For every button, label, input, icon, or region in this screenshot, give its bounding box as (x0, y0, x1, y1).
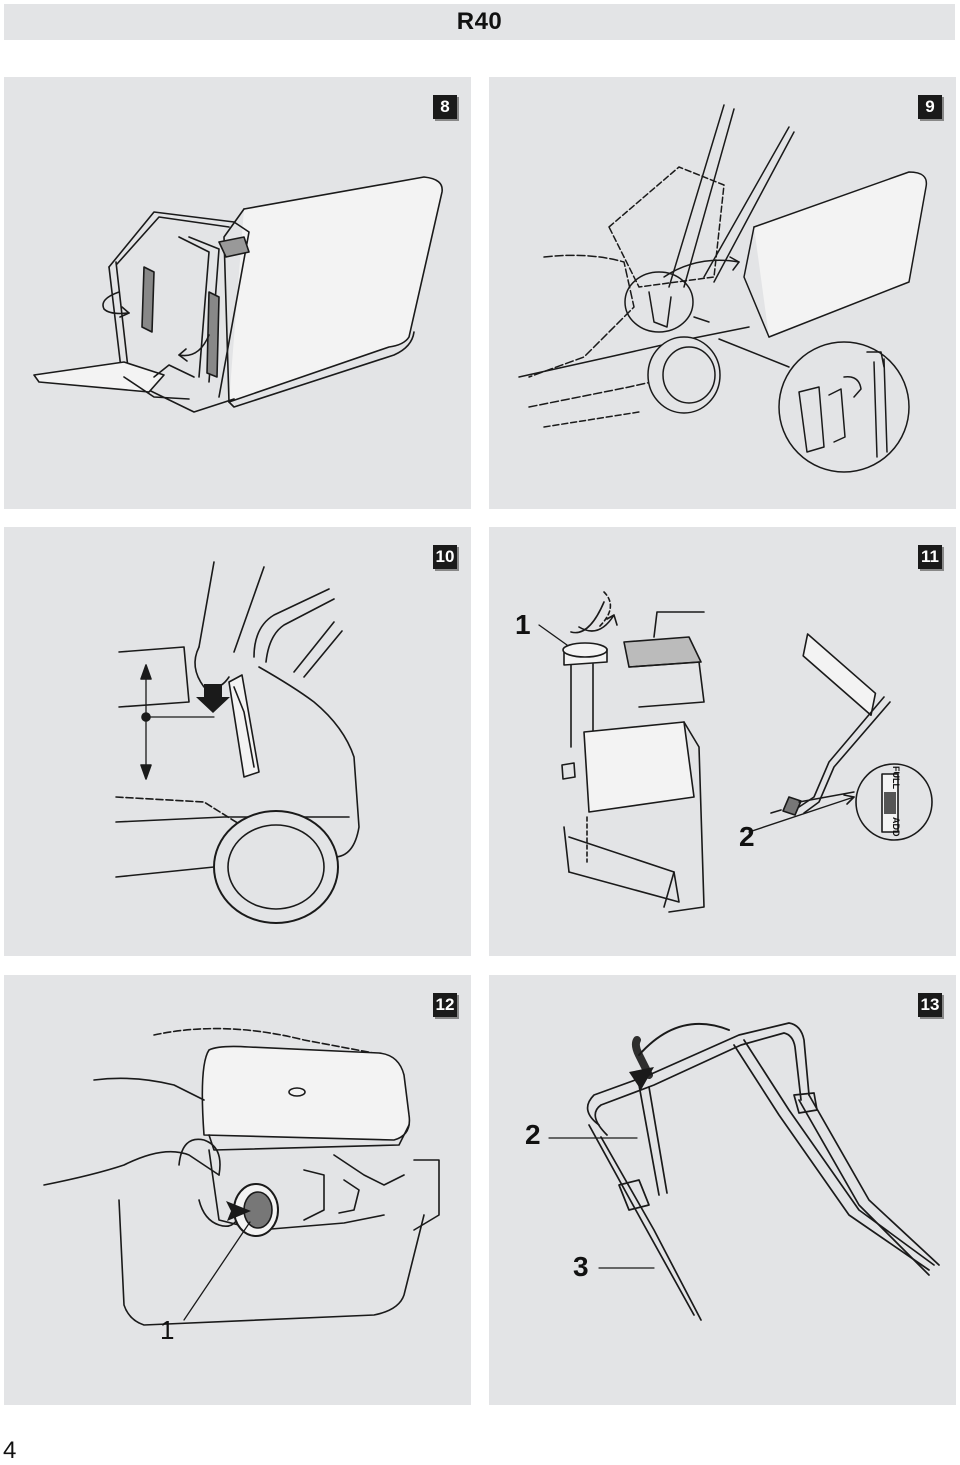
document-title: R40 (456, 8, 503, 35)
figure-13-panel: 13 2 3 (489, 975, 956, 1405)
figure-11-number: 11 (918, 545, 942, 569)
figure-11-callout-2: 2 (739, 821, 755, 852)
page-number: 4 (3, 1437, 17, 1464)
figure-9-panel: 9 (489, 77, 956, 509)
figure-12-panel: 12 1 (4, 975, 471, 1405)
figure-13-number: 13 (918, 993, 942, 1017)
bag-attach-illustration (518, 104, 928, 473)
figure-11-callout-1: 1 (515, 609, 531, 640)
handle-fold-illustration (548, 1022, 940, 1321)
figure-9-number: 9 (918, 95, 942, 119)
primer-bulb-illustration (43, 1027, 440, 1326)
figure-10-number: 10 (433, 545, 457, 569)
figure-10-panel: 10 (4, 527, 471, 956)
page-header: R40 (4, 4, 955, 40)
figure-13-callout-3: 3 (573, 1251, 589, 1282)
figure-8-number: 8 (433, 95, 457, 119)
grass-bag-illustration (33, 176, 443, 413)
height-adjust-illustration (115, 561, 360, 924)
figure-8-panel: 8 (4, 77, 471, 509)
dipstick-add-mark: ADD (891, 817, 901, 837)
figure-13-callout-2: 2 (525, 1119, 541, 1150)
figure-12-callout-1: 1 (160, 1315, 175, 1345)
figure-11-panel: FULL ADD 11 1 2 (489, 527, 956, 956)
dipstick-full-mark: FULL (891, 766, 901, 789)
figure-12-number: 12 (433, 993, 457, 1017)
oil-dipstick-illustration: FULL ADD (538, 591, 933, 913)
